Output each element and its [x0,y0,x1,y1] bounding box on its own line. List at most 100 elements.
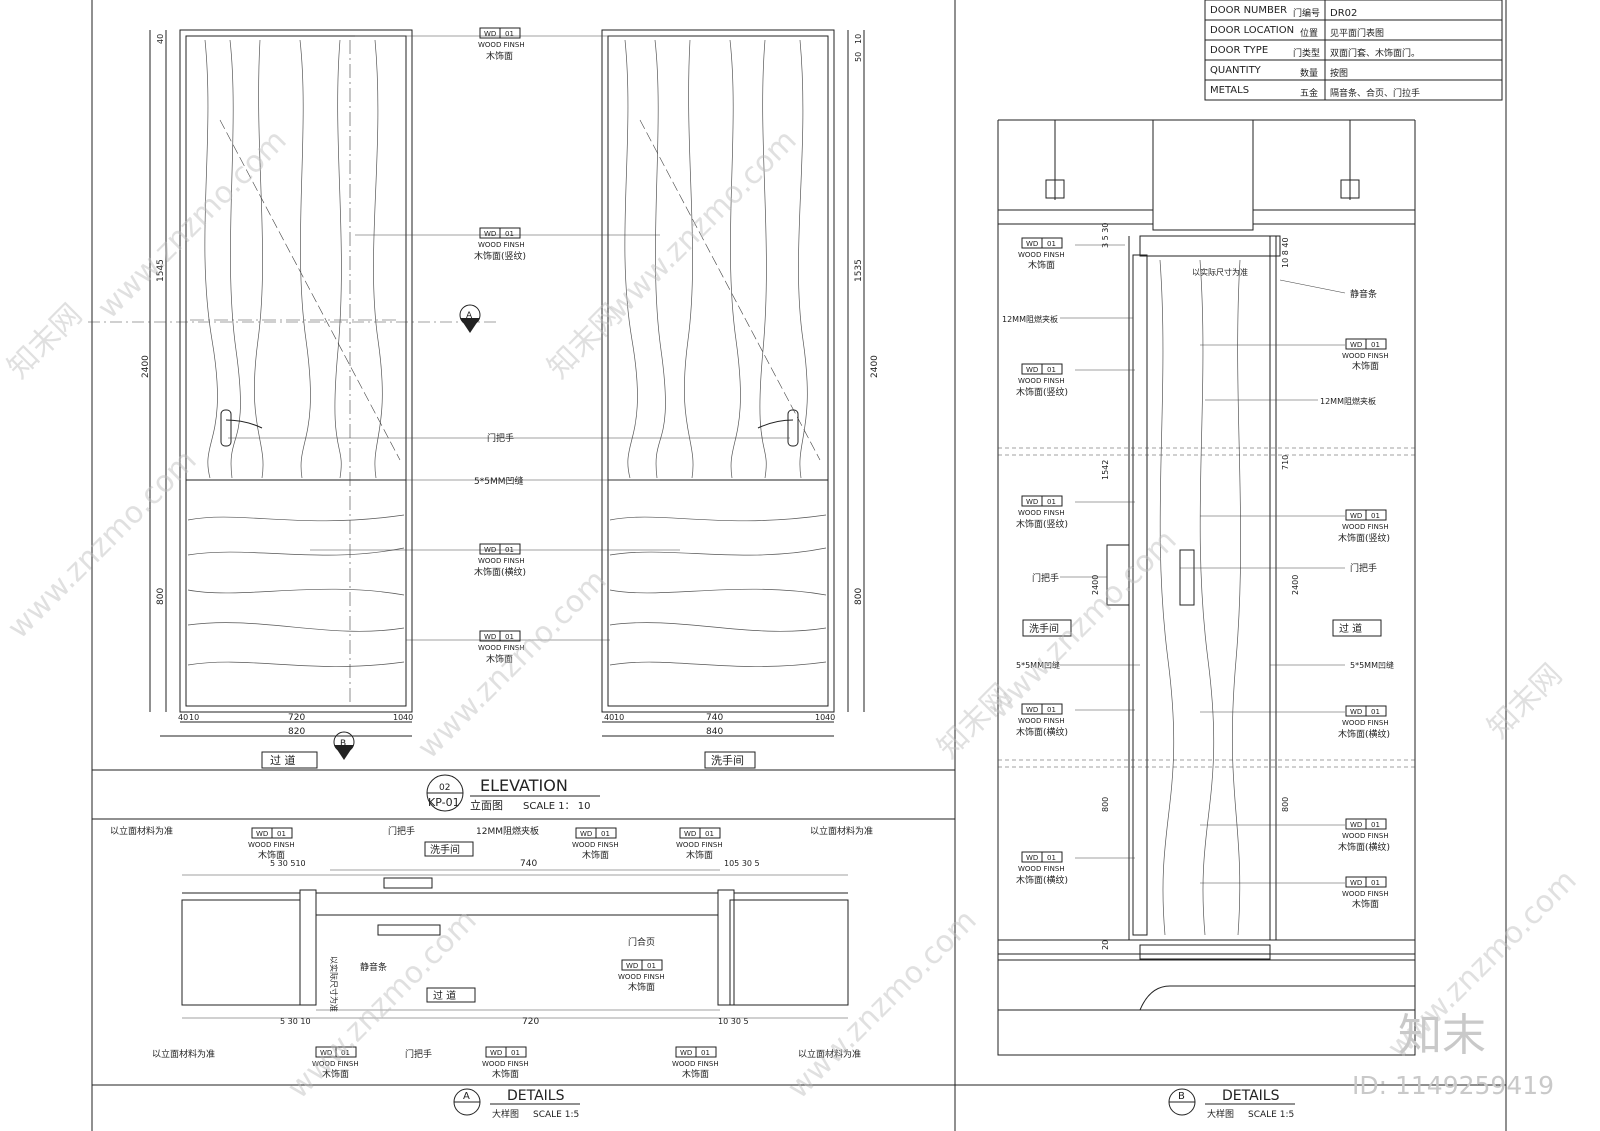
schedule-cn-type: 门类型 [1293,47,1320,59]
tag-elev-1: WD 01 WOOD FINSH 木饰面 [478,27,525,62]
tag-finish: WOOD FINSH [572,841,619,849]
tag-elev-3: WD 01 WOOD FINSH 木饰面(横纹) [474,543,526,578]
tag-da-3: WD 01 WOOD FINSH 木饰面 [676,827,723,861]
label-wood: 木饰面 [492,1068,519,1080]
elevation-number: 02 [439,783,450,793]
tag-finish: WOOD FINSH [478,41,525,49]
section-marker-b: B [333,731,355,760]
dim-a-bottom-right: 10 30 5 [718,1017,749,1026]
label-groove: 5*5MM凹缝 [1016,660,1060,670]
watermark-site: www.znzmo.com [601,123,804,326]
room-label-corridor: 过 道 [270,753,296,767]
label-handle: 门把手 [487,432,514,444]
label-wood: 木饰面 [486,50,513,62]
tag-num: 01 [1047,706,1056,714]
tag-da-1: WD 01 WOOD FINSH 木饰面 [248,827,295,861]
label-seal: 静音条 [1350,288,1377,300]
detail-a-title: A DETAILS 大样图 SCALE 1:5 [453,1088,580,1120]
section-a-letter: A [466,311,473,321]
label-handle: 门把手 [405,1048,432,1060]
detail-a-washroom: 洗手间 [430,843,460,856]
section-marker-a: A [459,304,481,333]
label-wood: 木饰面 [686,849,713,861]
elevation-title: 02 KP-01 ELEVATION 立面图 SCALE 1： 10 [426,774,600,812]
detail-a-title-text: DETAILS [507,1088,565,1104]
tag-code: WD [484,546,496,554]
tag-code: WD [256,830,268,838]
label-wood-horizontal: 木饰面(横纹) [1016,874,1068,886]
tag-code: WD [1350,512,1362,520]
schedule-cn-location: 位置 [1300,27,1318,39]
label-panel-12mm: 12MM阻燃夹板 [476,825,539,837]
dim-left-2400: 2400 [141,355,151,378]
dim-a-bottom-left: 5 30 10 [280,1017,311,1026]
detail-b-scale: SCALE 1:5 [1248,1110,1294,1120]
label-wood: 木饰面 [258,849,285,861]
schedule-key-type: DOOR TYPE [1210,45,1268,56]
detail-b-top-note: 以实际尺寸为准 [1192,267,1248,277]
tag-finish: WOOD FINSH [482,1060,529,1068]
tag-code: WD [484,633,496,641]
watermark-site: www.znzmo.com [981,523,1184,726]
label-wood-vertical: 木饰面(竖纹) [474,250,526,262]
dim-b-left-20: 20 [1101,940,1110,950]
elevation-dimensions: 40 1545 2400 800 10 50 1535 2400 800 40 … [141,34,880,737]
dim-lb-b: 10 [189,713,199,722]
label-handle: 门把手 [388,825,415,837]
tag-num: 01 [705,830,714,838]
tag-code: WD [580,830,592,838]
tag-elev-2: WD 01 WOOD FINSH 木饰面(竖纹) [474,227,526,262]
dim-a-top-left: 5 30 510 [270,859,306,868]
tag-code: WD [1350,708,1362,716]
schedule-value-type: 双面门套、木饰面门。 [1330,47,1420,59]
dim-rb-b: 10 [614,713,624,722]
dim-lb-c: 720 [288,713,305,723]
elevation-room-labels: 过 道 洗手间 [261,751,756,769]
detail-a-subtitle: 大样图 [492,1108,519,1120]
tag-db-4: WD 01 WOOD FINSH 木饰面(横纹) [1016,703,1068,738]
dim-right-1535: 1535 [854,259,864,282]
label-wood-horizontal: 木饰面(横纹) [1338,841,1390,853]
detail-a-letter: A [463,1091,470,1102]
schedule-cn-metals: 五金 [1300,87,1318,99]
dim-b-right-top: 10 8 40 [1281,237,1290,268]
dim-rb-c: 740 [706,713,723,723]
tag-finish: WOOD FINSH [1342,352,1389,360]
label-per-elevation: 以立面材料为准 [810,825,873,837]
tag-db-1: WD 01 WOOD FINSH 木饰面 [1018,237,1065,271]
watermark-site: www.znzmo.com [411,563,614,766]
tag-finish: WOOD FINSH [676,841,723,849]
schedule-cn-quantity: 数量 [1300,67,1318,79]
tag-code: WD [320,1049,332,1057]
watermark-brand: 知末网 [1481,657,1569,745]
tag-num: 01 [511,1049,520,1057]
detail-a-corridor: 过 道 [433,989,456,1002]
tag-finish: WOOD FINSH [1018,509,1065,517]
tag-finish: WOOD FINSH [1018,377,1065,385]
tag-num: 01 [1047,498,1056,506]
tag-code: WD [680,1049,692,1057]
dim-lb-d: 10 [393,713,403,722]
tag-db-3: WD 01 WOOD FINSH 木饰面(竖纹) [1016,495,1068,530]
dim-rb-d: 10 [815,713,825,722]
tag-num: 01 [1371,512,1380,520]
door-elevation-left [149,29,413,737]
tag-finish: WOOD FINSH [672,1060,719,1068]
dim-rb-e: 40 [825,713,835,722]
tag-finish: WOOD FINSH [1018,717,1065,725]
schedule-key-door-number: DOOR NUMBER [1210,5,1287,16]
tag-code: WD [1026,498,1038,506]
tag-finish: WOOD FINSH [1342,523,1389,531]
dim-right-2400: 2400 [870,355,880,378]
tag-da-2: WD 01 WOOD FINSH 木饰面 [572,827,619,861]
tag-finish: WOOD FINSH [1018,251,1065,259]
dim-b-left-800: 800 [1101,797,1110,812]
label-wood: 木饰面 [1352,898,1379,910]
label-wood-horizontal: 木饰面(横纹) [1016,726,1068,738]
detail-a-tags: WD 01 WOOD FINSH 木饰面 WD 01 WOOD FINSH 木饰… [248,827,723,1080]
elevation-sheet: KP-01 [428,796,460,809]
dim-right-10: 10 [854,34,863,44]
detail-b-letter: B [1178,1091,1185,1102]
tag-code: WD [626,962,638,970]
watermarks: 知末网 www.znzmo.com 知末网 www.znzmo.com www.… [1,123,1584,1106]
